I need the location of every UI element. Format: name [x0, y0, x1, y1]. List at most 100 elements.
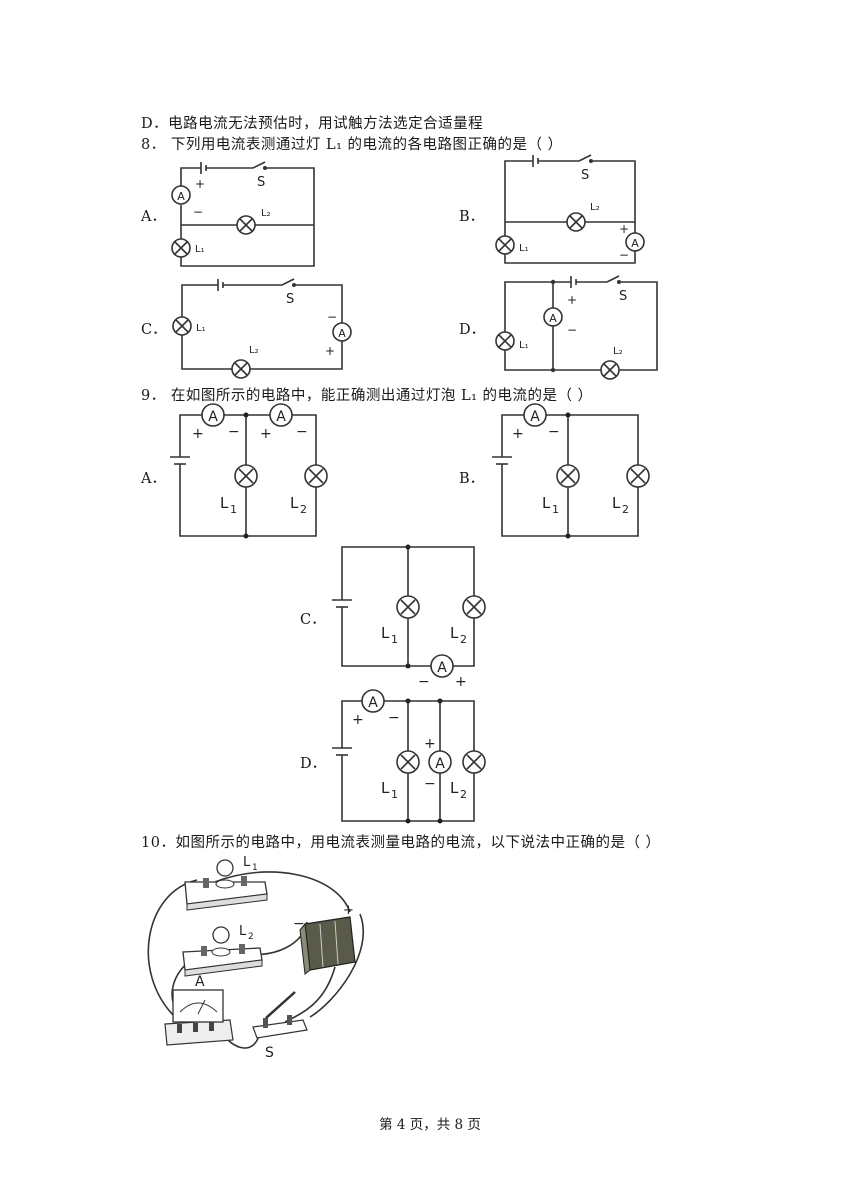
svg-text:+: + [455, 674, 467, 690]
q8-option-a-label[interactable]: A． [141, 209, 166, 225]
svg-text:L: L [381, 624, 390, 642]
bulb-icon [212, 926, 230, 944]
lamp-l2-icon [566, 212, 586, 232]
svg-text:L: L [220, 494, 229, 512]
svg-text:+: + [260, 426, 272, 442]
svg-text:S: S [265, 1045, 274, 1061]
q9-option-c-label[interactable]: C． [300, 612, 326, 628]
svg-text:S: S [619, 289, 627, 304]
svg-text:A: A [631, 237, 639, 250]
ammeter-icon [171, 185, 191, 205]
ammeter-icon [201, 403, 225, 427]
ammeter-icon [332, 322, 352, 342]
svg-text:S: S [257, 175, 265, 190]
svg-text:+: + [512, 426, 524, 442]
svg-text:2: 2 [248, 932, 254, 942]
ammeter-icon [164, 989, 234, 1046]
lamp-l1-icon [495, 331, 515, 351]
ammeter-icon [428, 750, 452, 774]
q8-option-c-label[interactable]: C． [141, 322, 167, 338]
svg-text:L₁: L₁ [196, 323, 206, 334]
svg-text:−: − [193, 205, 203, 219]
lamp-l2-icon [236, 215, 256, 235]
svg-text:1: 1 [230, 503, 237, 516]
svg-text:−: − [424, 776, 436, 792]
svg-text:A: A [195, 974, 205, 990]
svg-text:A: A [276, 409, 286, 425]
svg-text:S: S [286, 292, 294, 307]
svg-text:+: + [352, 712, 364, 728]
svg-text:S: S [581, 168, 589, 183]
svg-text:1: 1 [552, 503, 559, 516]
svg-text:L₂: L₂ [613, 346, 623, 357]
lamp-l1-icon [171, 238, 191, 258]
svg-text:−: − [418, 674, 430, 690]
svg-text:L₁: L₁ [519, 340, 529, 351]
svg-text:L₂: L₂ [261, 208, 271, 219]
svg-text:+: + [343, 903, 354, 918]
svg-text:L₁: L₁ [195, 244, 205, 255]
lamp-l2-board [182, 926, 263, 977]
question-9-text: 9． 在如图所示的电路中，能正确测出通过灯泡 L₁ 的电流的是（ ） [141, 388, 593, 404]
ammeter-icon [625, 232, 645, 252]
svg-text:A: A [208, 409, 218, 425]
svg-text:−: − [296, 424, 308, 440]
svg-text:L: L [612, 494, 621, 512]
q9-option-a-label[interactable]: A． [141, 471, 166, 487]
ammeter-icon [543, 307, 563, 327]
svg-text:A: A [437, 660, 447, 676]
switch-icon [252, 991, 308, 1039]
option-7d-text: D．电路电流无法预估时，用试触方法选定合适量程 [141, 116, 484, 132]
lamp-l2-icon [462, 750, 486, 774]
lamp-l1-board [184, 859, 268, 911]
svg-text:−: − [548, 424, 560, 440]
svg-text:−: − [619, 248, 629, 262]
svg-text:L: L [450, 624, 459, 642]
svg-text:−: − [293, 916, 305, 932]
svg-text:+: + [567, 293, 577, 307]
svg-text:L₂: L₂ [249, 345, 259, 356]
q9-option-b-label[interactable]: B． [459, 471, 485, 487]
q8-circuit-b: S L₂ L₁ A + − [495, 154, 645, 264]
lamp-l1-icon [396, 595, 420, 619]
svg-text:A: A [435, 756, 445, 772]
q8-option-b-label[interactable]: B． [459, 209, 485, 225]
svg-text:−: − [567, 323, 577, 337]
question-8-text: 8． 下列用电流表测通过灯 L₁ 的电流的各电路图正确的是（ ） [141, 137, 563, 153]
svg-text:A: A [368, 695, 378, 711]
svg-text:+: + [424, 736, 436, 752]
lamp-l1-icon [172, 316, 192, 336]
svg-text:A: A [549, 312, 557, 325]
svg-text:1: 1 [252, 863, 258, 873]
lamp-l2-icon [462, 595, 486, 619]
q8-option-d-label[interactable]: D． [459, 322, 486, 338]
svg-text:L: L [290, 494, 299, 512]
svg-text:L: L [450, 779, 459, 797]
lamp-l2-icon [231, 359, 251, 379]
svg-text:L: L [542, 494, 551, 512]
svg-text:2: 2 [460, 633, 467, 646]
page-footer: 第 4 页，共 8 页 [379, 1117, 481, 1133]
q8-circuit-a: A + − S L₂ L₁ [171, 161, 315, 267]
q9-option-d-label[interactable]: D． [300, 756, 327, 772]
question-10-text: 10．如图所示的电路中，用电流表测量电路的电流，以下说法中正确的是（ ） [141, 835, 661, 851]
svg-text:−: − [388, 710, 400, 726]
lamp-l1-icon [396, 750, 420, 774]
svg-text:2: 2 [622, 503, 629, 516]
svg-text:L: L [381, 779, 390, 797]
svg-text:L: L [243, 855, 251, 870]
svg-text:A: A [530, 409, 540, 425]
ammeter-icon [269, 403, 293, 427]
svg-text:1: 1 [391, 788, 398, 801]
ammeter-icon [523, 403, 547, 427]
q8-circuit-c: S L₁ L₂ A − + [172, 278, 352, 379]
ammeter-icon [430, 654, 454, 678]
bulb-icon [216, 859, 234, 877]
lamp-l1-icon [495, 235, 515, 255]
svg-text:1: 1 [391, 633, 398, 646]
svg-text:L: L [239, 924, 247, 939]
